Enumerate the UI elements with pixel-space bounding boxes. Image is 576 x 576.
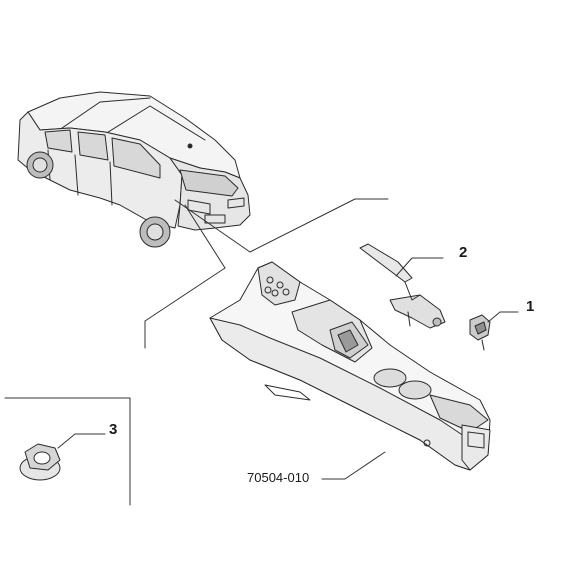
leader-lines bbox=[144, 198, 389, 349]
part-2-bracket bbox=[359, 243, 446, 329]
detail-frame bbox=[4, 397, 131, 506]
part-3-nut bbox=[19, 443, 61, 481]
center-console bbox=[209, 261, 491, 471]
part-1-switch bbox=[469, 314, 491, 351]
reference-code: 70504-010 bbox=[247, 470, 310, 485]
callout-leaders bbox=[57, 257, 519, 480]
callout-part-1: 1 bbox=[526, 298, 535, 315]
callout-part-2: 2 bbox=[459, 244, 468, 261]
vehicle-illustration bbox=[17, 91, 251, 248]
callout-part-3: 3 bbox=[109, 421, 118, 438]
